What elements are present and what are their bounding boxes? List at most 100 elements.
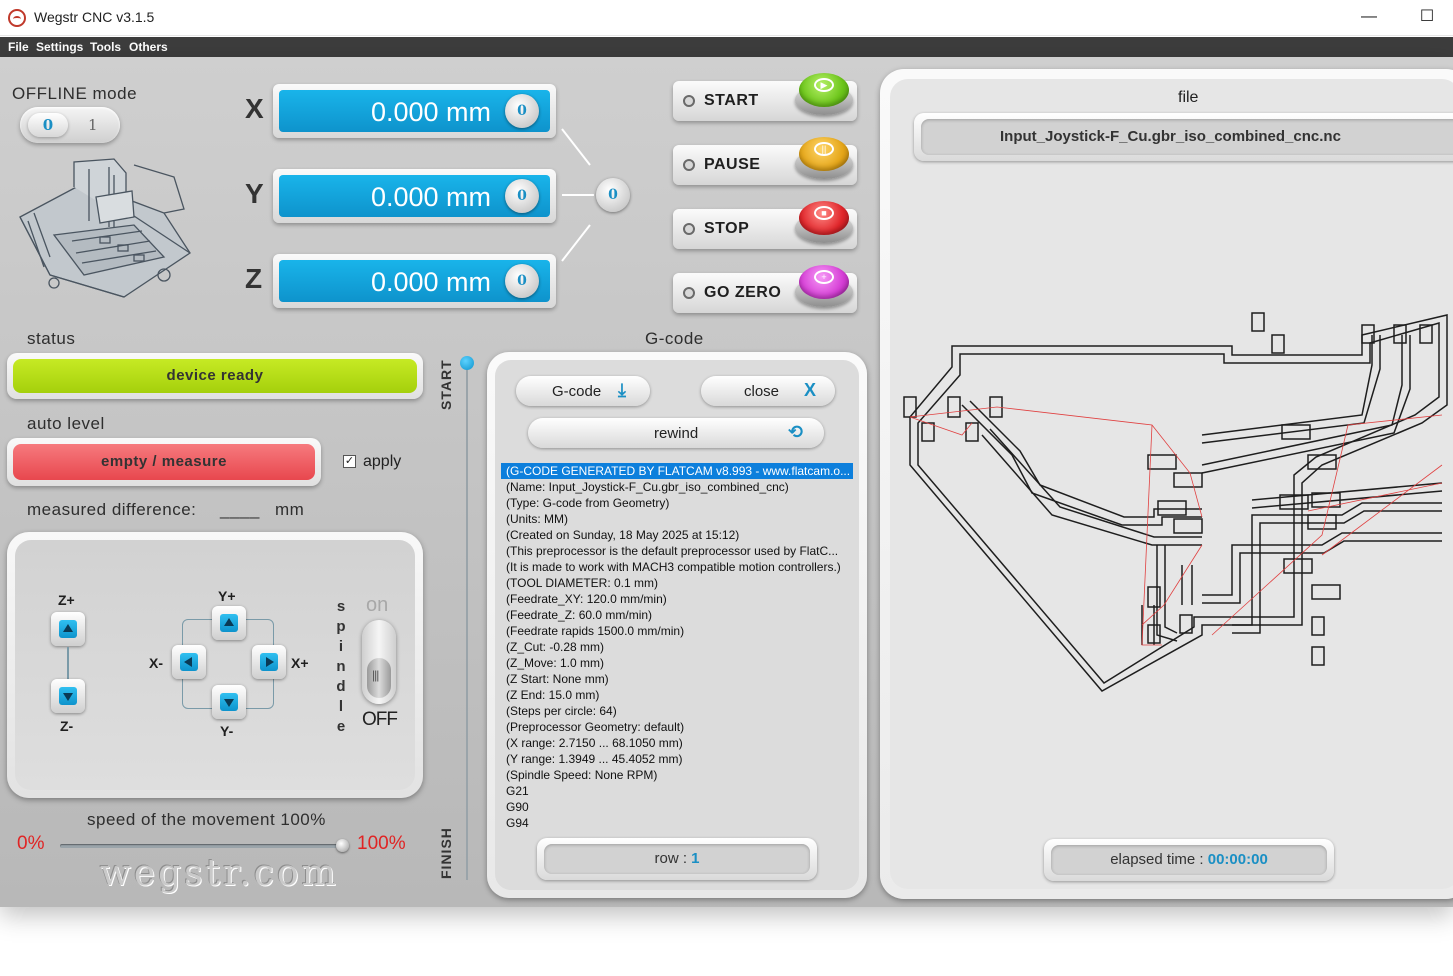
zero-all-button[interactable]: 0: [596, 178, 630, 212]
measured-unit: mm: [275, 500, 305, 519]
status-frame: device ready: [7, 353, 423, 399]
gcode-line[interactable]: (Z End: 15.0 mm): [506, 688, 600, 702]
start-button[interactable]: START ▶: [673, 73, 857, 121]
offline-mode-toggle[interactable]: 0 1: [20, 107, 120, 143]
target-icon: +: [814, 270, 834, 284]
x-plus-button[interactable]: [252, 645, 286, 679]
z-minus-button[interactable]: [51, 679, 85, 713]
x-minus-button[interactable]: [172, 645, 206, 679]
spindle-switch[interactable]: [362, 620, 396, 704]
download-icon: ⤓: [618, 380, 626, 400]
cnc-machine-illustration: [19, 158, 191, 298]
speed-slider-thumb[interactable]: [336, 839, 349, 852]
row-label: row :: [654, 850, 687, 867]
mode-label: OFFLINE mode: [12, 84, 138, 103]
menu-tools[interactable]: Tools: [90, 40, 122, 54]
maximize-button[interactable]: ☐: [1419, 8, 1435, 25]
spindle-vertical-label: s p i n d l e: [336, 598, 346, 735]
arrow-up-icon: [220, 614, 238, 632]
rewind-button[interactable]: rewind ⟲: [528, 418, 824, 448]
toggle-on-label: 1: [88, 116, 98, 134]
speed-max-label: 100%: [357, 833, 406, 854]
gcode-line[interactable]: G94: [506, 816, 529, 830]
apply-checkbox[interactable]: ✓: [343, 455, 356, 468]
gcode-line[interactable]: (G-CODE GENERATED BY FLATCAM v8.993 - ww…: [501, 463, 853, 479]
start-knob: ▶: [795, 69, 853, 119]
load-gcode-label: G-code: [552, 383, 602, 400]
progress-finish-label: FINISH: [438, 827, 454, 879]
gcode-line[interactable]: (X range: 2.7150 ... 68.1050 mm): [506, 736, 683, 750]
menu-settings[interactable]: Settings: [36, 40, 84, 54]
elapsed-value: 00:00:00: [1207, 851, 1268, 868]
file-panel-inner: [890, 79, 1453, 889]
toolpath-preview: [903, 312, 1448, 692]
gcode-line[interactable]: (Feedrate_XY: 120.0 mm/min): [506, 592, 667, 606]
progress-thumb[interactable]: [460, 356, 474, 370]
x-minus-label: X-: [149, 655, 163, 671]
y-plus-button[interactable]: [212, 606, 246, 640]
gcode-line[interactable]: G90: [506, 800, 529, 814]
gcode-line[interactable]: (Y range: 1.3949 ... 45.4052 mm): [506, 752, 683, 766]
arrow-left-icon: [180, 653, 198, 671]
row-display: row : 1: [544, 844, 810, 874]
progress-track: [466, 360, 468, 880]
gcode-line[interactable]: (Z_Move: 1.0 mm): [506, 656, 605, 670]
arrow-down-icon: [220, 693, 238, 711]
main-panel: OFFLINE mode 0 1: [0, 57, 1453, 907]
row-value: 1: [691, 850, 700, 867]
z-zero-button[interactable]: 0: [505, 264, 539, 298]
gcode-line[interactable]: (This preprocessor is the default prepro…: [506, 544, 839, 558]
gcode-line[interactable]: (Type: G-code from Geometry): [506, 496, 670, 510]
stop-led-icon: [683, 223, 695, 235]
arrow-right-icon: [260, 653, 278, 671]
menu-others[interactable]: Others: [129, 40, 168, 54]
z-plus-button[interactable]: [51, 612, 85, 646]
y-axis-screen: 0.000 mm: [279, 175, 550, 217]
gcode-listing[interactable]: (G-CODE GENERATED BY FLATCAM v8.993 - ww…: [501, 463, 853, 833]
file-name-frame: Input_Joystick-F_Cu.gbr_iso_combined_cnc…: [914, 113, 1453, 161]
y-zero-button[interactable]: 0: [505, 179, 539, 213]
rewind-icon: ⟲: [788, 422, 804, 442]
toggle-knob-off: 0: [28, 113, 68, 137]
gcode-line[interactable]: (Z Start: None mm): [506, 672, 609, 686]
go-zero-button[interactable]: GO ZERO +: [673, 265, 857, 313]
gcode-line[interactable]: (Steps per circle: 64): [506, 704, 617, 718]
start-button-label: START: [704, 92, 759, 109]
gcode-line[interactable]: (It is made to work with MACH3 compatibl…: [506, 560, 841, 574]
gcode-line[interactable]: (Spindle Speed: None RPM): [506, 768, 658, 782]
empty-measure-button[interactable]: empty / measure: [13, 444, 315, 480]
x-zero-button[interactable]: 0: [505, 94, 539, 128]
pause-button[interactable]: PAUSE ||: [673, 137, 857, 185]
z-connector: [67, 647, 69, 679]
spindle-off-label: OFF: [362, 709, 398, 730]
stop-button[interactable]: STOP ■: [673, 201, 857, 249]
file-panel: file Input_Joystick-F_Cu.gbr_iso_combine…: [880, 69, 1453, 899]
gcode-line[interactable]: (Units: MM): [506, 512, 568, 526]
measured-value: ____: [220, 500, 260, 519]
menu-file[interactable]: File: [8, 40, 29, 54]
y-minus-button[interactable]: [212, 685, 246, 719]
minimize-button[interactable]: —: [1361, 8, 1377, 25]
gcode-line[interactable]: G21: [506, 784, 529, 798]
auto-level-frame: empty / measure: [7, 438, 321, 486]
x-axis-screen: 0.000 mm: [279, 90, 550, 132]
gcode-line[interactable]: (Feedrate_Z: 60.0 mm/min): [506, 608, 653, 622]
y-minus-label: Y-: [220, 723, 234, 739]
gcode-line[interactable]: (TOOL DIAMETER: 0.1 mm): [506, 576, 659, 590]
file-name[interactable]: Input_Joystick-F_Cu.gbr_iso_combined_cnc…: [921, 119, 1453, 155]
gcode-line[interactable]: (Preprocessor Geometry: default): [506, 720, 685, 734]
row-frame: row : 1: [537, 838, 817, 880]
speed-slider-track[interactable]: [60, 844, 342, 848]
speed-min-label: 0%: [17, 833, 45, 854]
axis-connector-lines: [561, 128, 594, 262]
gcode-line[interactable]: (Feedrate rapids 1500.0 mm/min): [506, 624, 685, 638]
x-plus-label: X+: [291, 655, 309, 671]
elapsed-display: elapsed time : 00:00:00: [1051, 845, 1327, 875]
gcode-line[interactable]: (Z_Cut: -0.28 mm): [506, 640, 605, 654]
load-gcode-button[interactable]: G-code ⤓: [516, 376, 650, 406]
gcode-line[interactable]: (Name: Input_Joystick-F_Cu.gbr_iso_combi…: [506, 480, 789, 494]
y-plus-label: Y+: [218, 588, 236, 604]
gcode-line[interactable]: (Created on Sunday, 18 May 2025 at 15:12…: [506, 528, 740, 542]
gcode-panel: G-code ⤓ close X rewind ⟲ (G-CODE GENERA…: [487, 352, 867, 898]
close-gcode-button[interactable]: close X: [701, 376, 835, 406]
